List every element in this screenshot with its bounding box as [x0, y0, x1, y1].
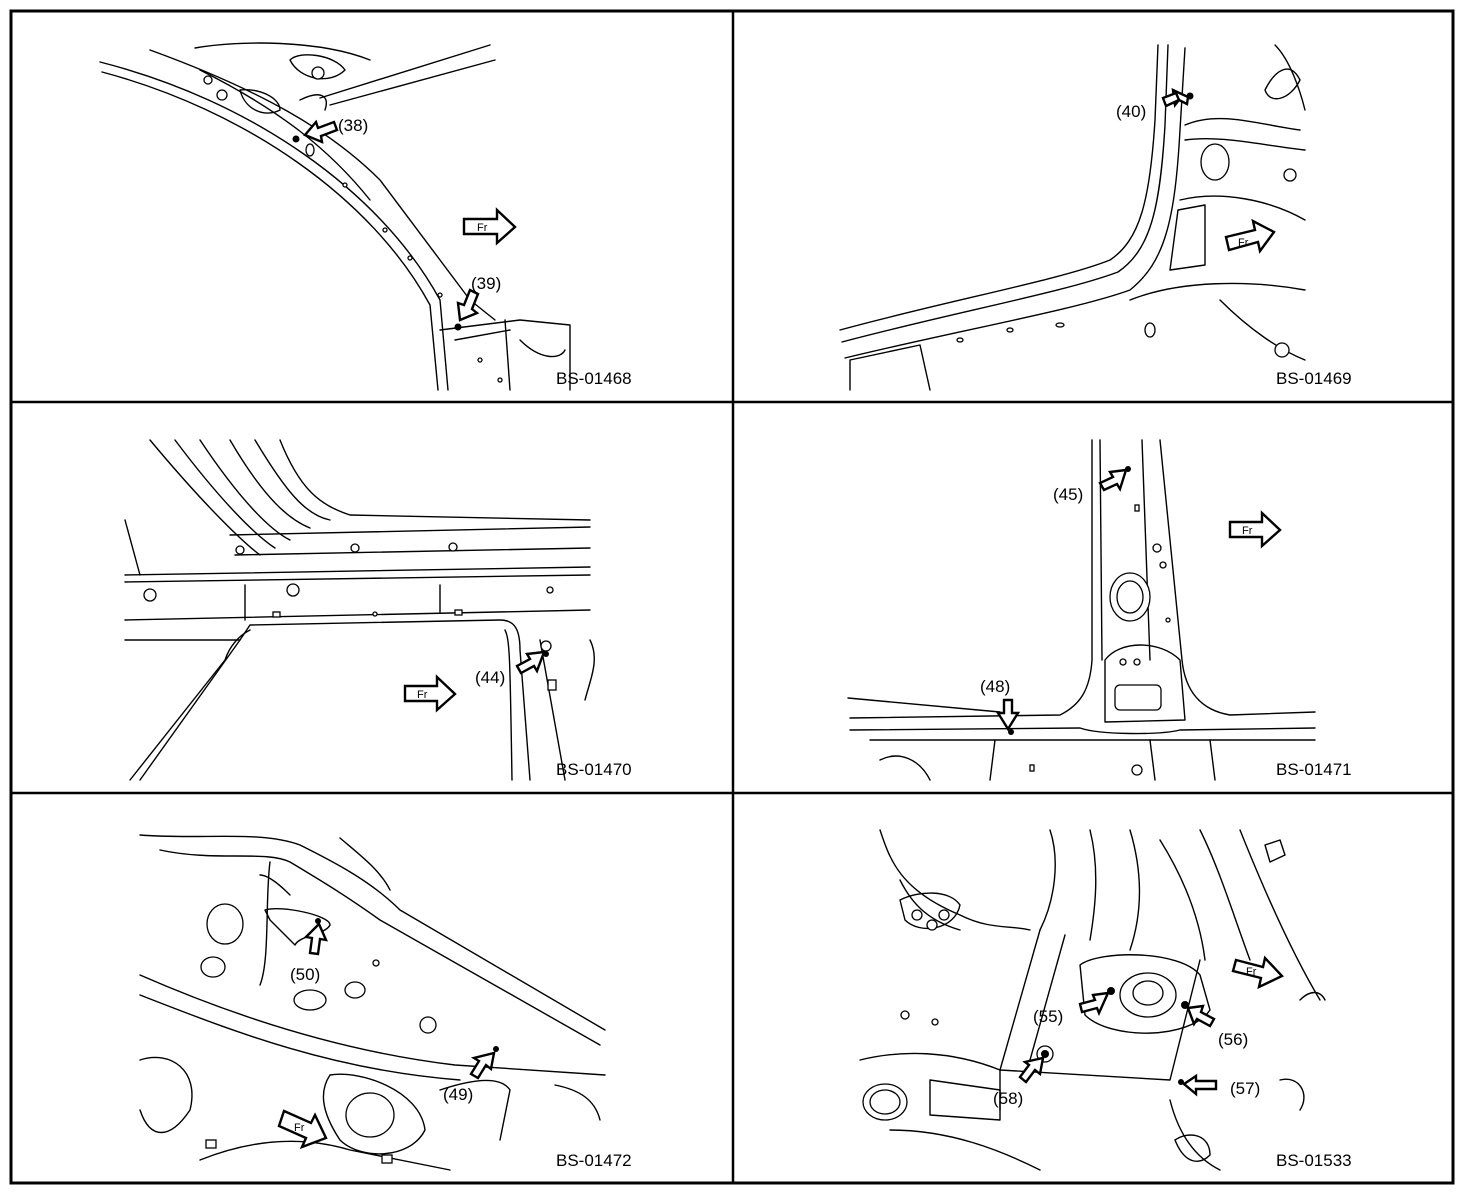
panel-bs-01470: (44) Fr BS-01470: [124, 439, 632, 781]
callout-label-38: (38): [338, 116, 368, 135]
callout-label-40: (40): [1116, 102, 1146, 121]
front-direction-arrow: Fr: [1231, 955, 1285, 990]
figure-code: BS-01468: [556, 369, 632, 388]
callout-label-58: (58): [993, 1089, 1023, 1108]
callout-arrow-44: [515, 650, 546, 675]
b-pillar-base-drawing: [839, 44, 1306, 391]
callout-arrow-45: [1098, 468, 1128, 492]
rear-quarter-drawing: [139, 834, 606, 1171]
svg-text:Fr: Fr: [417, 689, 428, 701]
panel-bs-01472: (50) (49) Fr BS-01472: [139, 834, 632, 1171]
callout-label-49: (49): [443, 1085, 473, 1104]
callout-label-45: (45): [1053, 485, 1083, 504]
callout-label-56: (56): [1218, 1030, 1248, 1049]
callout-label-55: (55): [1033, 1007, 1063, 1026]
callout-arrow-39: [456, 288, 480, 322]
svg-text:Fr: Fr: [1238, 237, 1249, 249]
callout-arrow-40: [1161, 87, 1190, 108]
svg-text:Fr: Fr: [1242, 525, 1253, 537]
svg-text:Fr: Fr: [1246, 966, 1257, 978]
figure-code: BS-01533: [1276, 1151, 1352, 1170]
panel-bs-01471: (45) (48) Fr BS-01471: [847, 439, 1352, 781]
panel-bs-01469: (40) Fr BS-01469: [839, 44, 1352, 391]
figure-code: BS-01472: [556, 1151, 632, 1170]
front-direction-arrow: Fr: [403, 674, 457, 713]
callout-arrow-49: [469, 1051, 496, 1080]
rear-floor-drawing: [859, 829, 1326, 1171]
front-direction-arrow: Fr: [277, 1109, 328, 1150]
callout-arrow-56: [1186, 1004, 1216, 1028]
figure-code: BS-01469: [1276, 369, 1352, 388]
front-direction-arrow: Fr: [1228, 510, 1282, 549]
callout-label-57: (57): [1230, 1079, 1260, 1098]
svg-text:Fr: Fr: [294, 1122, 305, 1134]
callout-label-50: (50): [290, 965, 320, 984]
figure-code: BS-01470: [556, 760, 632, 779]
callout-arrow-50: [303, 921, 328, 956]
figure-code: BS-01471: [1276, 760, 1352, 779]
callout-label-48: (48): [980, 677, 1010, 696]
callout-arrow-58: [1018, 1056, 1045, 1084]
callout-label-44: (44): [475, 668, 505, 687]
panel-bs-01468: (38) (39) Fr BS-01468: [99, 42, 632, 391]
callout-arrow-55: [1078, 991, 1110, 1017]
roof-rail-drawing: [124, 439, 595, 781]
callout-label-39: (39): [471, 274, 501, 293]
panel-bs-01533: (55) (56) (57) (58) Fr BS-01533: [859, 829, 1352, 1171]
svg-text:Fr: Fr: [477, 222, 488, 234]
center-pillar-drawing: [847, 439, 1316, 781]
front-direction-arrow: Fr: [1224, 218, 1276, 254]
callout-arrow-57: [1181, 1073, 1218, 1097]
callout-arrow-38: [303, 119, 339, 144]
front-direction-arrow: Fr: [462, 207, 517, 246]
callout-arrow-48: [995, 698, 1021, 732]
a-pillar-drawing: [99, 42, 571, 391]
